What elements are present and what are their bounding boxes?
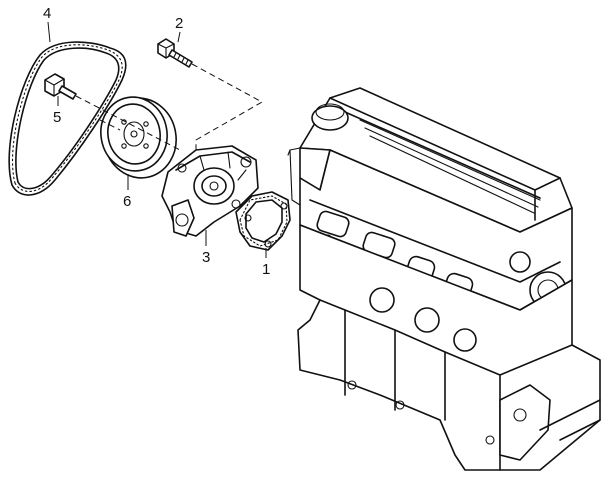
callout-label-2: 2 bbox=[175, 15, 183, 32]
callout-5: 5 bbox=[53, 96, 61, 126]
callout-1: 1 bbox=[262, 248, 270, 278]
callout-label-6: 6 bbox=[123, 193, 131, 210]
callout-label-4: 4 bbox=[43, 5, 51, 22]
callout-4: 4 bbox=[43, 5, 51, 43]
pulley-bolt bbox=[44, 73, 77, 100]
water-pump bbox=[161, 145, 259, 237]
callout-3: 3 bbox=[202, 230, 210, 266]
callout-label-1: 1 bbox=[262, 261, 270, 278]
callout-2: 2 bbox=[175, 15, 183, 43]
callout-6: 6 bbox=[123, 174, 131, 210]
callout-label-5: 5 bbox=[53, 109, 61, 126]
callout-label-3: 3 bbox=[202, 249, 210, 266]
engine-block bbox=[287, 87, 601, 471]
drive-belt bbox=[8, 41, 127, 196]
alignment-lines bbox=[75, 63, 264, 151]
pump-bolt bbox=[157, 38, 193, 68]
water-pump-pulley bbox=[100, 96, 177, 179]
water-pump-gasket bbox=[235, 191, 291, 251]
